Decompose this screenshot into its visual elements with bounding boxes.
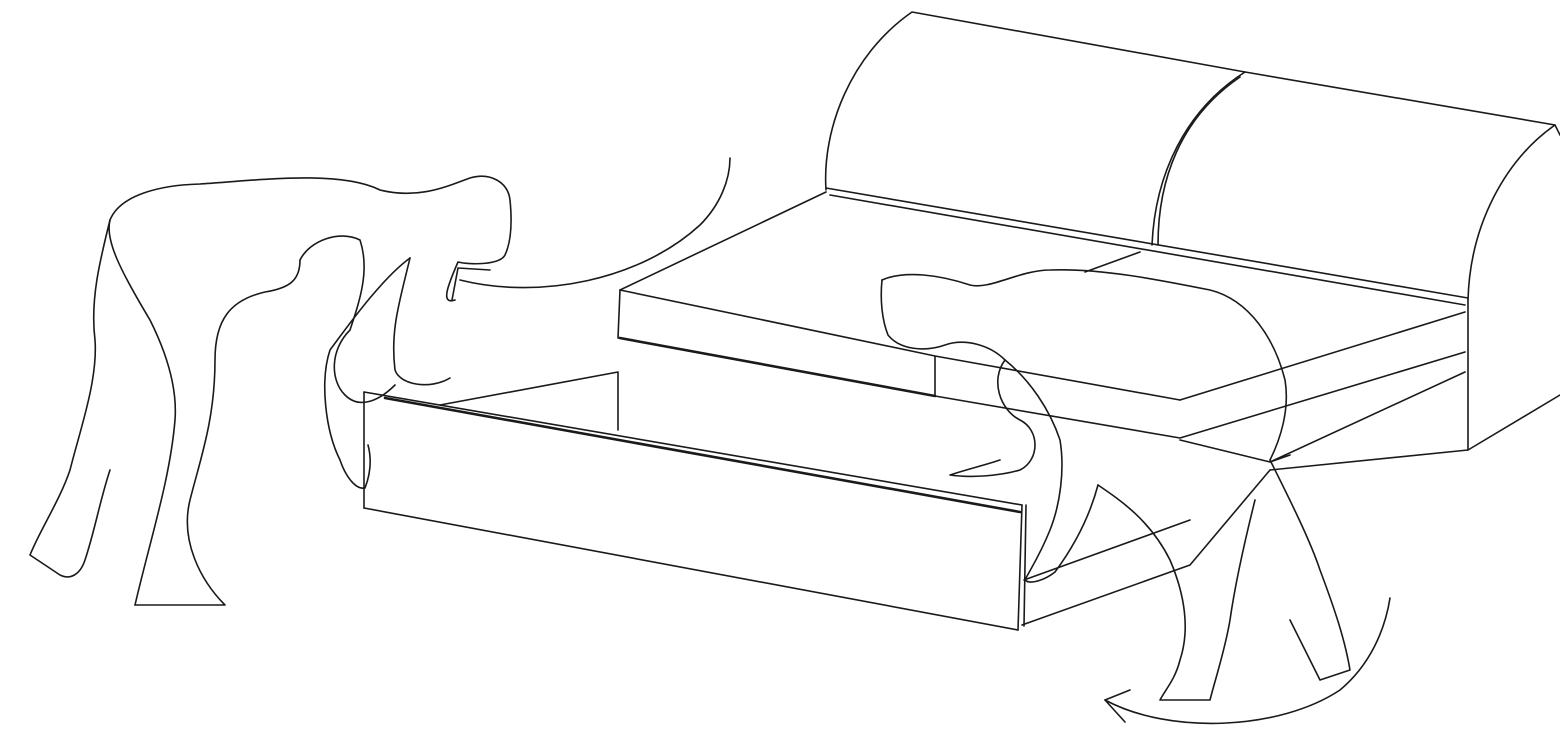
person-left (29, 175, 512, 606)
person-left-back-leg (134, 259, 301, 606)
sofa-backrest (824, 11, 1560, 451)
sofa-right-end (1467, 124, 1560, 451)
motion-arrows (451, 157, 1391, 725)
seat-cushion-divider (1084, 251, 1141, 273)
seat-cushion-front-face (617, 289, 936, 397)
frame-inner-back (439, 371, 619, 431)
person-right-head-back (880, 279, 1006, 361)
seat-front-face-lower (934, 351, 1466, 439)
back-cushion-right (1244, 71, 1556, 301)
person-right-leg-back (1269, 459, 1351, 681)
person-left-arm-lower (324, 257, 411, 489)
seat-right-top-edge (1179, 311, 1466, 401)
backrest-base-line (825, 187, 1469, 306)
pullout-frame (363, 371, 1271, 631)
person-right-leg-front (1097, 484, 1256, 701)
arrow-lower-curve (1104, 597, 1391, 725)
sofa-seat (617, 191, 1560, 471)
back-cushion-left (824, 11, 1246, 246)
sofa-lower-right (1269, 394, 1560, 471)
person-left-body-outline (108, 175, 512, 606)
person-left-hand (392, 257, 451, 386)
frame-right-end (1017, 504, 1027, 631)
seat-top-front-edge (619, 289, 1181, 401)
frame-side-rail (1021, 469, 1271, 626)
frame-bottom-edge (363, 507, 1019, 631)
person-right-back (881, 268, 1288, 461)
seat-front-seam (618, 336, 937, 398)
back-cushion-seam (1157, 76, 1241, 246)
person-left-arm-upper (299, 235, 396, 404)
person-right-hand-front (949, 359, 1036, 478)
arrow-upper-head (451, 267, 491, 301)
frame-top-edge (363, 391, 1023, 506)
person-right (880, 268, 1351, 701)
arrow-upper-curve (459, 157, 731, 289)
sofa-base-front (1179, 371, 1466, 463)
arrow-lower-head (1104, 689, 1131, 723)
person-right-arm (1004, 359, 1099, 583)
frame-top-lip (383, 396, 1022, 514)
person-left-front-leg (29, 219, 111, 578)
seat-left-back-edge (619, 191, 827, 291)
